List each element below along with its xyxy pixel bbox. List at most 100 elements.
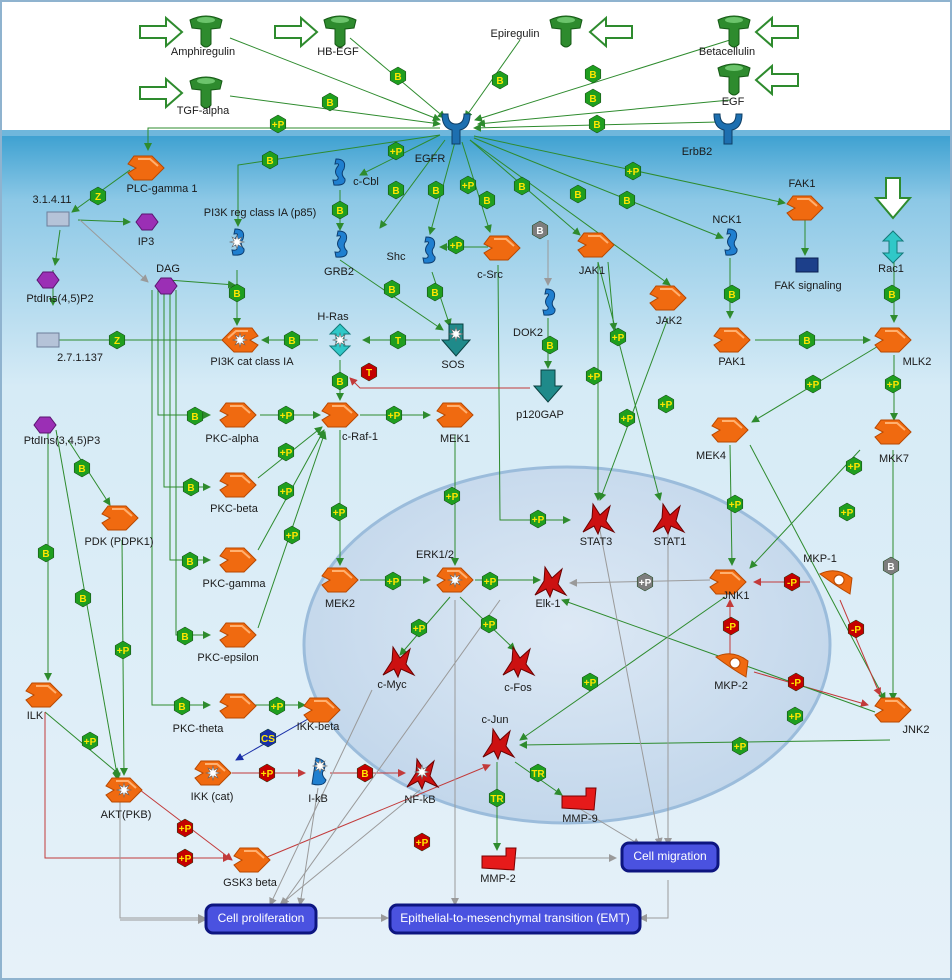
dag-compound-icon[interactable]	[154, 277, 178, 295]
pkcbeta-protein-icon[interactable]	[219, 472, 257, 498]
label-rac1: Rac1	[878, 263, 904, 275]
badge-B: B	[186, 406, 204, 426]
ilk-protein-icon[interactable]	[25, 682, 63, 708]
ikkbeta-protein-icon[interactable]	[303, 697, 341, 723]
erbb2-receptor-icon[interactable]	[713, 113, 743, 145]
badge-plusP: +P	[726, 494, 744, 514]
badge-plusP: +P	[385, 405, 403, 425]
interaction-edge	[229, 37, 441, 122]
fak-signaling-block-icon[interactable]	[795, 257, 819, 273]
dok2-adaptor-icon[interactable]	[542, 288, 556, 316]
mkk7-protein-icon[interactable]	[874, 419, 912, 445]
erk12-protein-icon[interactable]	[436, 567, 474, 593]
akt-protein-icon[interactable]	[105, 777, 143, 803]
activated-star-icon	[446, 571, 464, 589]
shc-adaptor-icon[interactable]	[422, 236, 436, 264]
interaction-edge	[519, 596, 726, 741]
pkcalpha-protein-icon[interactable]	[219, 402, 257, 428]
e271137-enzyme-icon[interactable]	[36, 332, 60, 348]
hbegf-ligand-icon[interactable]	[323, 15, 357, 48]
ccbl-adaptor-icon[interactable]	[332, 158, 346, 186]
mek1-protein-icon[interactable]	[436, 402, 474, 428]
badge-B: B	[798, 330, 816, 350]
pkcgamma-protein-icon[interactable]	[219, 547, 257, 573]
label-nck1: NCK1	[712, 214, 741, 226]
stat3-tf-icon[interactable]	[582, 502, 616, 536]
cfos-tf-icon[interactable]	[502, 645, 536, 679]
badge-plusP: +P	[81, 731, 99, 751]
cmyc-tf-icon[interactable]	[382, 645, 416, 679]
sos-icon[interactable]	[440, 323, 472, 357]
mlk2-protein-icon[interactable]	[874, 327, 912, 353]
pip3-compound-icon[interactable]	[33, 416, 57, 434]
pak1-protein-icon[interactable]	[713, 327, 751, 353]
label-p120gap: p120GAP	[516, 409, 564, 421]
amphiregulin-ligand-icon[interactable]	[189, 15, 223, 48]
jak2-protein-icon[interactable]	[649, 285, 687, 311]
hras-gtpase-icon[interactable]	[328, 323, 352, 357]
interaction-edge	[839, 599, 881, 696]
betacellulin-ligand-icon[interactable]	[717, 15, 751, 48]
ikkcat-protein-icon[interactable]	[194, 760, 232, 786]
activated-star-icon	[228, 233, 246, 251]
epiregulin-ligand-icon[interactable]	[549, 15, 583, 48]
interaction-edge	[349, 377, 530, 389]
grb2-adaptor-icon[interactable]	[334, 230, 348, 258]
label-betacellulin: Betacellulin	[699, 46, 755, 58]
pkctheta-protein-icon[interactable]	[219, 693, 257, 719]
tgfalpha-ligand-icon[interactable]	[189, 76, 223, 109]
cellprolif-process-box[interactable]: Cell proliferation	[204, 903, 318, 935]
badge-text: +P	[887, 380, 900, 391]
badge-text: B	[496, 76, 503, 87]
stat1-tf-icon[interactable]	[652, 502, 686, 536]
rac1-gtpase-icon[interactable]	[881, 230, 905, 264]
cellmig-process-box[interactable]: Cell migration	[620, 841, 720, 873]
jak1-protein-icon[interactable]	[577, 232, 615, 258]
jnk2-protein-icon[interactable]	[874, 697, 912, 723]
badge-text: B	[42, 549, 49, 560]
mmp9-protease-icon[interactable]	[561, 787, 597, 811]
badge-text: B	[186, 557, 193, 568]
pi3kcat-protein-icon[interactable]	[221, 327, 259, 353]
jnk1-protein-icon[interactable]	[709, 569, 747, 595]
badge-B: B	[478, 190, 496, 210]
badge-plusP: +P	[277, 442, 295, 462]
mek4-protein-icon[interactable]	[711, 417, 749, 443]
mek2-protein-icon[interactable]	[321, 567, 359, 593]
interaction-edge	[497, 264, 571, 524]
cjun-tf-icon[interactable]	[482, 727, 516, 761]
pip2-compound-icon[interactable]	[36, 271, 60, 289]
interaction-edge	[175, 290, 211, 639]
badge-text: B	[728, 290, 735, 301]
pdk-protein-icon[interactable]	[101, 505, 139, 531]
e31411-enzyme-icon[interactable]	[46, 211, 70, 227]
pkcepsilon-protein-icon[interactable]	[219, 622, 257, 648]
nck1-adaptor-icon[interactable]	[724, 228, 738, 256]
badge-text: B	[593, 120, 600, 131]
gsk3b-protein-icon[interactable]	[233, 847, 271, 873]
badge-plusP: +P	[838, 502, 856, 522]
egfr-receptor-icon[interactable]	[441, 113, 471, 145]
ikb-inhibitor-icon[interactable]	[311, 757, 329, 786]
craf1-protein-icon[interactable]	[321, 402, 359, 428]
elk1-tf-icon[interactable]	[534, 565, 568, 599]
csrc-protein-icon[interactable]	[483, 235, 521, 261]
activated-star-icon	[231, 331, 249, 349]
emt-process-box[interactable]: Epithelial-to-mesenchymal transition (EM…	[388, 903, 642, 935]
badge-text: +P	[789, 712, 802, 723]
fak1-protein-icon[interactable]	[786, 195, 824, 221]
pi3kreg-adaptor-icon[interactable]	[228, 228, 246, 256]
mmp2-protease-icon[interactable]	[481, 847, 517, 871]
egf-ligand-icon[interactable]	[717, 63, 751, 96]
badge-text: B	[79, 594, 86, 605]
ip3-compound-icon[interactable]	[135, 213, 159, 231]
p120gap-icon[interactable]	[532, 369, 564, 403]
badge-text: B	[336, 377, 343, 388]
badge-text: +P	[734, 742, 747, 753]
mkp2-phosphatase-icon[interactable]	[715, 653, 749, 678]
mkp1-phosphatase-icon[interactable]	[819, 570, 853, 595]
plcgamma1-protein-icon[interactable]	[127, 155, 165, 181]
badge-text: B	[546, 341, 553, 352]
label-erbb2: ErbB2	[682, 146, 713, 158]
